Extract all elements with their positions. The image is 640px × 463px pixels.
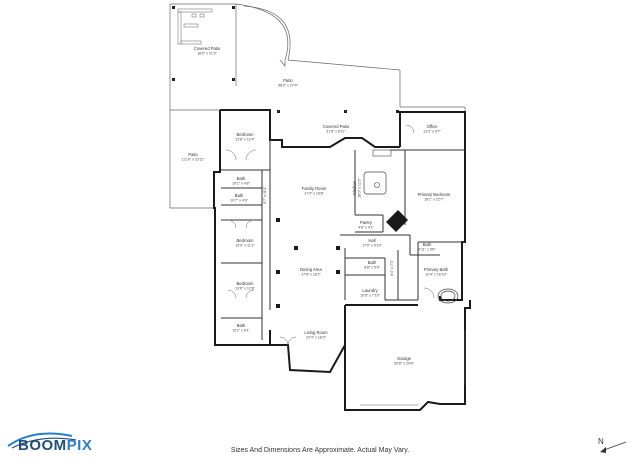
room-name-bath-3: Bath xyxy=(368,260,377,265)
room-dim-bath-primary-wc: 4'11" x 5'8" xyxy=(418,248,436,252)
primary-bath-tub xyxy=(437,288,459,304)
room-name-pantry: Pantry xyxy=(360,220,373,225)
room-name-kitchen: Kitchen xyxy=(352,180,357,195)
logo-text-boom: BOOM xyxy=(18,437,67,454)
room-dim-bath-2: 10'7" x 4'9" xyxy=(230,199,248,203)
room-label-closet: 6'4" x 7'3" xyxy=(390,259,394,275)
room-name-laundry: Laundry xyxy=(362,288,378,293)
room-name-bath-1: Bath xyxy=(237,176,246,181)
room-name-patio-left: Patio xyxy=(188,152,198,157)
room-name-garage: Garage xyxy=(397,356,412,361)
room-dim-laundry: 10'8" x 7'10" xyxy=(360,294,380,298)
room-dim-hallway: 5'7" x 11'1" xyxy=(263,186,267,204)
exterior-walls xyxy=(213,109,471,411)
room-dim-garage: 30'6" x 24'6" xyxy=(394,362,414,366)
room-dim-covered-patio-mid: 31'8" x 8'11" xyxy=(326,130,346,134)
room-dim-closet: 6'4" x 7'3" xyxy=(390,259,394,275)
room-dim-primary-bath: 12'4" x 16'10" xyxy=(425,273,447,277)
room-name-family-room: Family Room xyxy=(302,186,327,191)
room-name-patio-top: Patio xyxy=(283,78,293,83)
room-dim-bedroom-3: 13'6" x 12'8" xyxy=(235,287,255,291)
room-dim-bedroom-1: 13'8" x 12'4" xyxy=(235,138,255,142)
room-name-bath-2: Bath xyxy=(235,193,244,198)
room-name-covered-patio-top: Covered Patio xyxy=(194,46,221,51)
outdoor-kitchen xyxy=(177,8,213,45)
room-dim-patio-top: 58'3" x 27'4" xyxy=(278,84,298,88)
room-name-dining-area: Dining Area xyxy=(300,267,322,272)
compass-icon: N xyxy=(598,437,627,453)
room-dim-covered-patio-top: 18'5" x 21'3" xyxy=(197,52,217,56)
columns xyxy=(276,218,340,308)
disclaimer-text: Sizes And Dimensions Are Approximate. Ac… xyxy=(230,447,410,454)
room-dim-pantry: 4'8" x 4'1" xyxy=(358,226,374,230)
patio-posts xyxy=(172,6,399,113)
room-name-hall: Hall xyxy=(368,238,375,243)
kitchen-counter xyxy=(363,149,408,232)
garage-details xyxy=(360,330,466,406)
room-name-covered-patio-mid: Covered Patio xyxy=(323,124,350,129)
room-dim-office: 13'3" x 9'7" xyxy=(423,130,441,134)
room-dim-hall: 17'0" x 9'10" xyxy=(362,244,382,248)
room-dim-patio-left: 11'10" x 23'11" xyxy=(181,158,205,162)
interior-walls xyxy=(221,140,465,340)
room-dim-family-room: 17'4" x 15'8" xyxy=(304,192,324,196)
room-dim-bedroom-2: 13'9" x 11'1" xyxy=(235,244,255,248)
room-name-bedroom-3: Bedroom xyxy=(237,281,255,286)
door-swings xyxy=(225,124,435,346)
north-label: N xyxy=(598,437,604,446)
room-name-primary-bath: Primary Bath xyxy=(424,267,449,272)
room-name-office: Office xyxy=(427,124,439,129)
north-arrow: N xyxy=(596,432,636,458)
room-dim-kitchen: 18'3" x 12'2" xyxy=(358,177,362,197)
logo-text-pix: PIX xyxy=(66,437,93,454)
room-name-bedroom-2: Bedroom xyxy=(237,238,255,243)
room-dim-bath-1: 10'1" x 4'8" xyxy=(232,182,250,186)
logo-text: BOOMPIX xyxy=(18,437,92,454)
patio-outline xyxy=(169,3,466,209)
room-name-living-room: Living Room xyxy=(304,330,328,335)
room-name-bath-primary-wc: Bath xyxy=(423,242,432,247)
room-dim-dining-area: 17'8" x 18'2" xyxy=(301,273,321,277)
logo-swoosh-icon xyxy=(7,432,77,449)
room-name-primary-bedroom: Primary Bedroom xyxy=(418,192,451,197)
room-name-bedroom-1: Bedroom xyxy=(237,132,255,137)
room-dim-primary-bedroom: 16'1" x 22'7" xyxy=(424,198,444,202)
brand-logo: BOOMPIX xyxy=(4,424,104,458)
room-dim-bath-4: 10'1" x 6'1" xyxy=(232,329,250,333)
room-dim-bath-3: 8'8" x 5'9" xyxy=(364,266,380,270)
room-name-bath-4: Bath xyxy=(237,323,246,328)
room-label-hallway: 5'7" x 11'1" xyxy=(263,186,267,204)
room-dim-living-room: 22'4" x 18'3" xyxy=(306,336,326,340)
